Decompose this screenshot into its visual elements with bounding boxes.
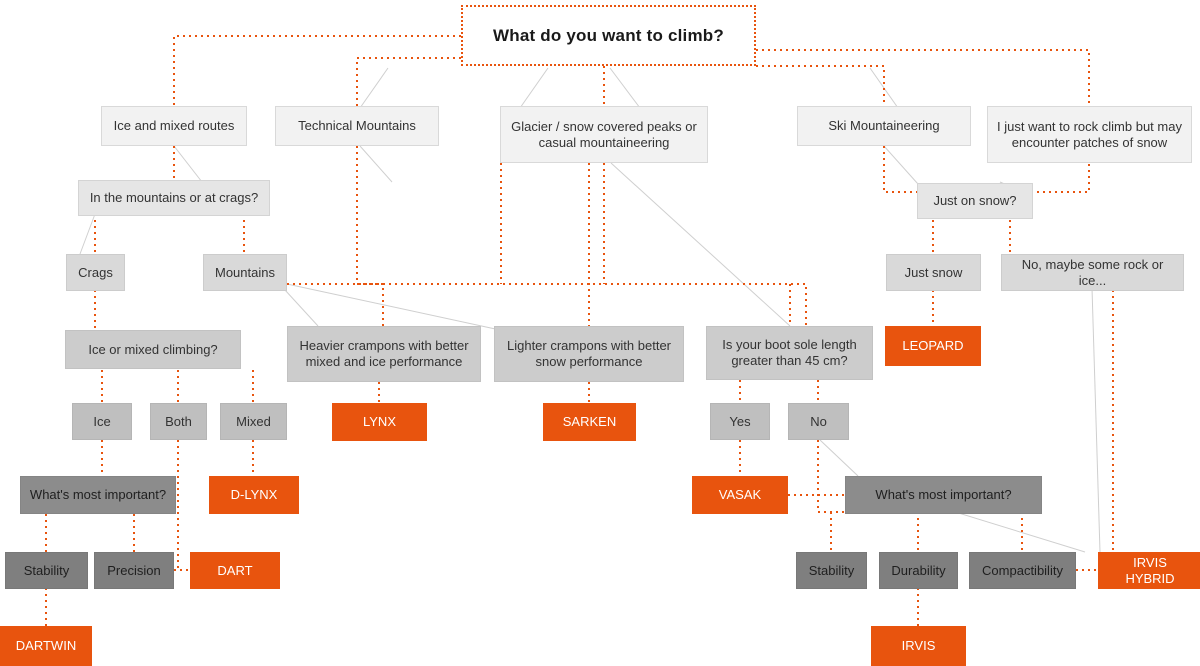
product-vasak[interactable]: VASAK	[692, 476, 788, 514]
node-ice[interactable]: Ice	[72, 403, 132, 440]
node-crags[interactable]: Crags	[66, 254, 125, 291]
product-d-lynx[interactable]: D-LYNX	[209, 476, 299, 514]
node-technical-mountains[interactable]: Technical Mountains	[275, 106, 439, 146]
node-whats-most-important-left[interactable]: What's most important?	[20, 476, 176, 514]
node-root-question[interactable]: What do you want to climb?	[461, 5, 756, 66]
node-boot-sole-length-question[interactable]: Is your boot sole length greater than 45…	[706, 326, 873, 380]
node-rock-climb-patches-of-snow[interactable]: I just want to rock climb but may encoun…	[987, 106, 1192, 163]
node-just-snow[interactable]: Just snow	[886, 254, 981, 291]
product-dart[interactable]: DART	[190, 552, 280, 589]
node-ski-mountaineering[interactable]: Ski Mountaineering	[797, 106, 971, 146]
node-compactibility[interactable]: Compactibility	[969, 552, 1076, 589]
node-mountains[interactable]: Mountains	[203, 254, 287, 291]
node-no-maybe-rock-or-ice[interactable]: No, maybe some rock or ice...	[1001, 254, 1184, 291]
product-sarken[interactable]: SARKEN	[543, 403, 636, 441]
node-yes[interactable]: Yes	[710, 403, 770, 440]
node-stability-left[interactable]: Stability	[5, 552, 88, 589]
node-whats-most-important-right[interactable]: What's most important?	[845, 476, 1042, 514]
node-stability-right[interactable]: Stability	[796, 552, 867, 589]
product-lynx[interactable]: LYNX	[332, 403, 427, 441]
node-glacier-snow-covered-peaks[interactable]: Glacier / snow covered peaks or casual m…	[500, 106, 708, 163]
product-dartwin[interactable]: DARTWIN	[0, 626, 92, 666]
node-heavier-crampons[interactable]: Heavier crampons with better mixed and i…	[287, 326, 481, 382]
node-mixed[interactable]: Mixed	[220, 403, 287, 440]
product-irvis-hybrid[interactable]: IRVIS HYBRID	[1098, 552, 1200, 589]
node-mountains-or-crags-question[interactable]: In the mountains or at crags?	[78, 180, 270, 216]
node-durability[interactable]: Durability	[879, 552, 958, 589]
node-precision[interactable]: Precision	[94, 552, 174, 589]
product-irvis[interactable]: IRVIS	[871, 626, 966, 666]
node-ice-or-mixed-climbing-question[interactable]: Ice or mixed climbing?	[65, 330, 241, 369]
node-lighter-crampons[interactable]: Lighter crampons with better snow perfor…	[494, 326, 684, 382]
node-no[interactable]: No	[788, 403, 849, 440]
node-ice-and-mixed-routes[interactable]: Ice and mixed routes	[101, 106, 247, 146]
node-both[interactable]: Both	[150, 403, 207, 440]
product-leopard[interactable]: LEOPARD	[885, 326, 981, 366]
node-just-on-snow-question[interactable]: Just on snow?	[917, 183, 1033, 219]
